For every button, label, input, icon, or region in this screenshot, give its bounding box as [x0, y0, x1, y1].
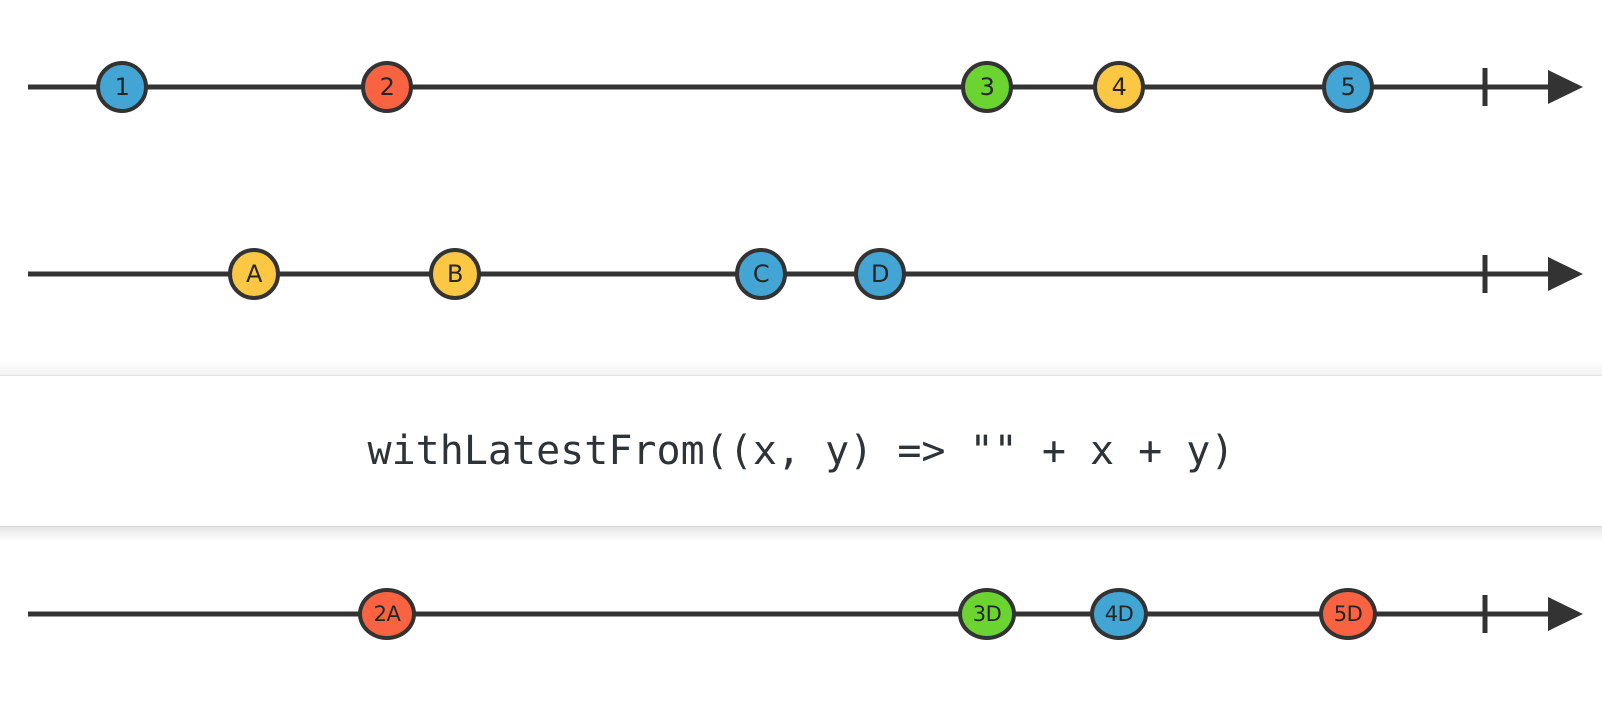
marble-4[interactable]: 4 [1093, 61, 1145, 113]
stream-arrowhead-icon [1548, 257, 1583, 291]
other-stream-axis [28, 255, 1583, 293]
marble-label: 3 [979, 73, 995, 101]
marble-1[interactable]: 1 [96, 61, 148, 113]
marble-D[interactable]: D [854, 248, 906, 300]
marble-A[interactable]: A [228, 248, 280, 300]
source-stream-timeline: 1 2 3 4 5 [0, 27, 1602, 147]
marble-4D[interactable]: 4D [1090, 588, 1148, 640]
operator-panel-top-shadow [0, 361, 1602, 375]
marble-label: 1 [114, 73, 130, 101]
stream-arrowhead-icon [1548, 597, 1583, 631]
marble-label: 3D [972, 601, 1002, 626]
marble-label: A [246, 260, 262, 288]
marble-3[interactable]: 3 [961, 61, 1013, 113]
operator-panel: withLatestFrom((x, y) => "" + x + y) [0, 375, 1602, 527]
marble-5D[interactable]: 5D [1319, 588, 1377, 640]
marble-3D[interactable]: 3D [958, 588, 1016, 640]
marble-B[interactable]: B [429, 248, 481, 300]
marble-label: 5 [1340, 73, 1356, 101]
marble-2A[interactable]: 2A [358, 588, 416, 640]
marble-label: 2 [379, 73, 395, 101]
marble-label: 4D [1104, 601, 1134, 626]
marble-5[interactable]: 5 [1322, 61, 1374, 113]
marble-C[interactable]: C [735, 248, 787, 300]
marble-label: C [752, 260, 770, 288]
result-stream-timeline: 2A 3D 4D 5D [0, 554, 1602, 674]
marble-label: 2A [373, 601, 401, 626]
marble-label: 5D [1333, 601, 1363, 626]
operator-label: withLatestFrom((x, y) => "" + x + y) [367, 428, 1235, 474]
operator-panel-bottom-shadow [0, 527, 1602, 541]
source-stream-axis [28, 68, 1583, 106]
marble-label: D [871, 260, 889, 288]
other-stream-timeline: A B C D [0, 214, 1602, 334]
stream-arrowhead-icon [1548, 70, 1583, 104]
marble-2[interactable]: 2 [361, 61, 413, 113]
marble-label: 4 [1111, 73, 1127, 101]
marble-label: B [447, 260, 463, 288]
result-stream-axis [28, 595, 1583, 633]
